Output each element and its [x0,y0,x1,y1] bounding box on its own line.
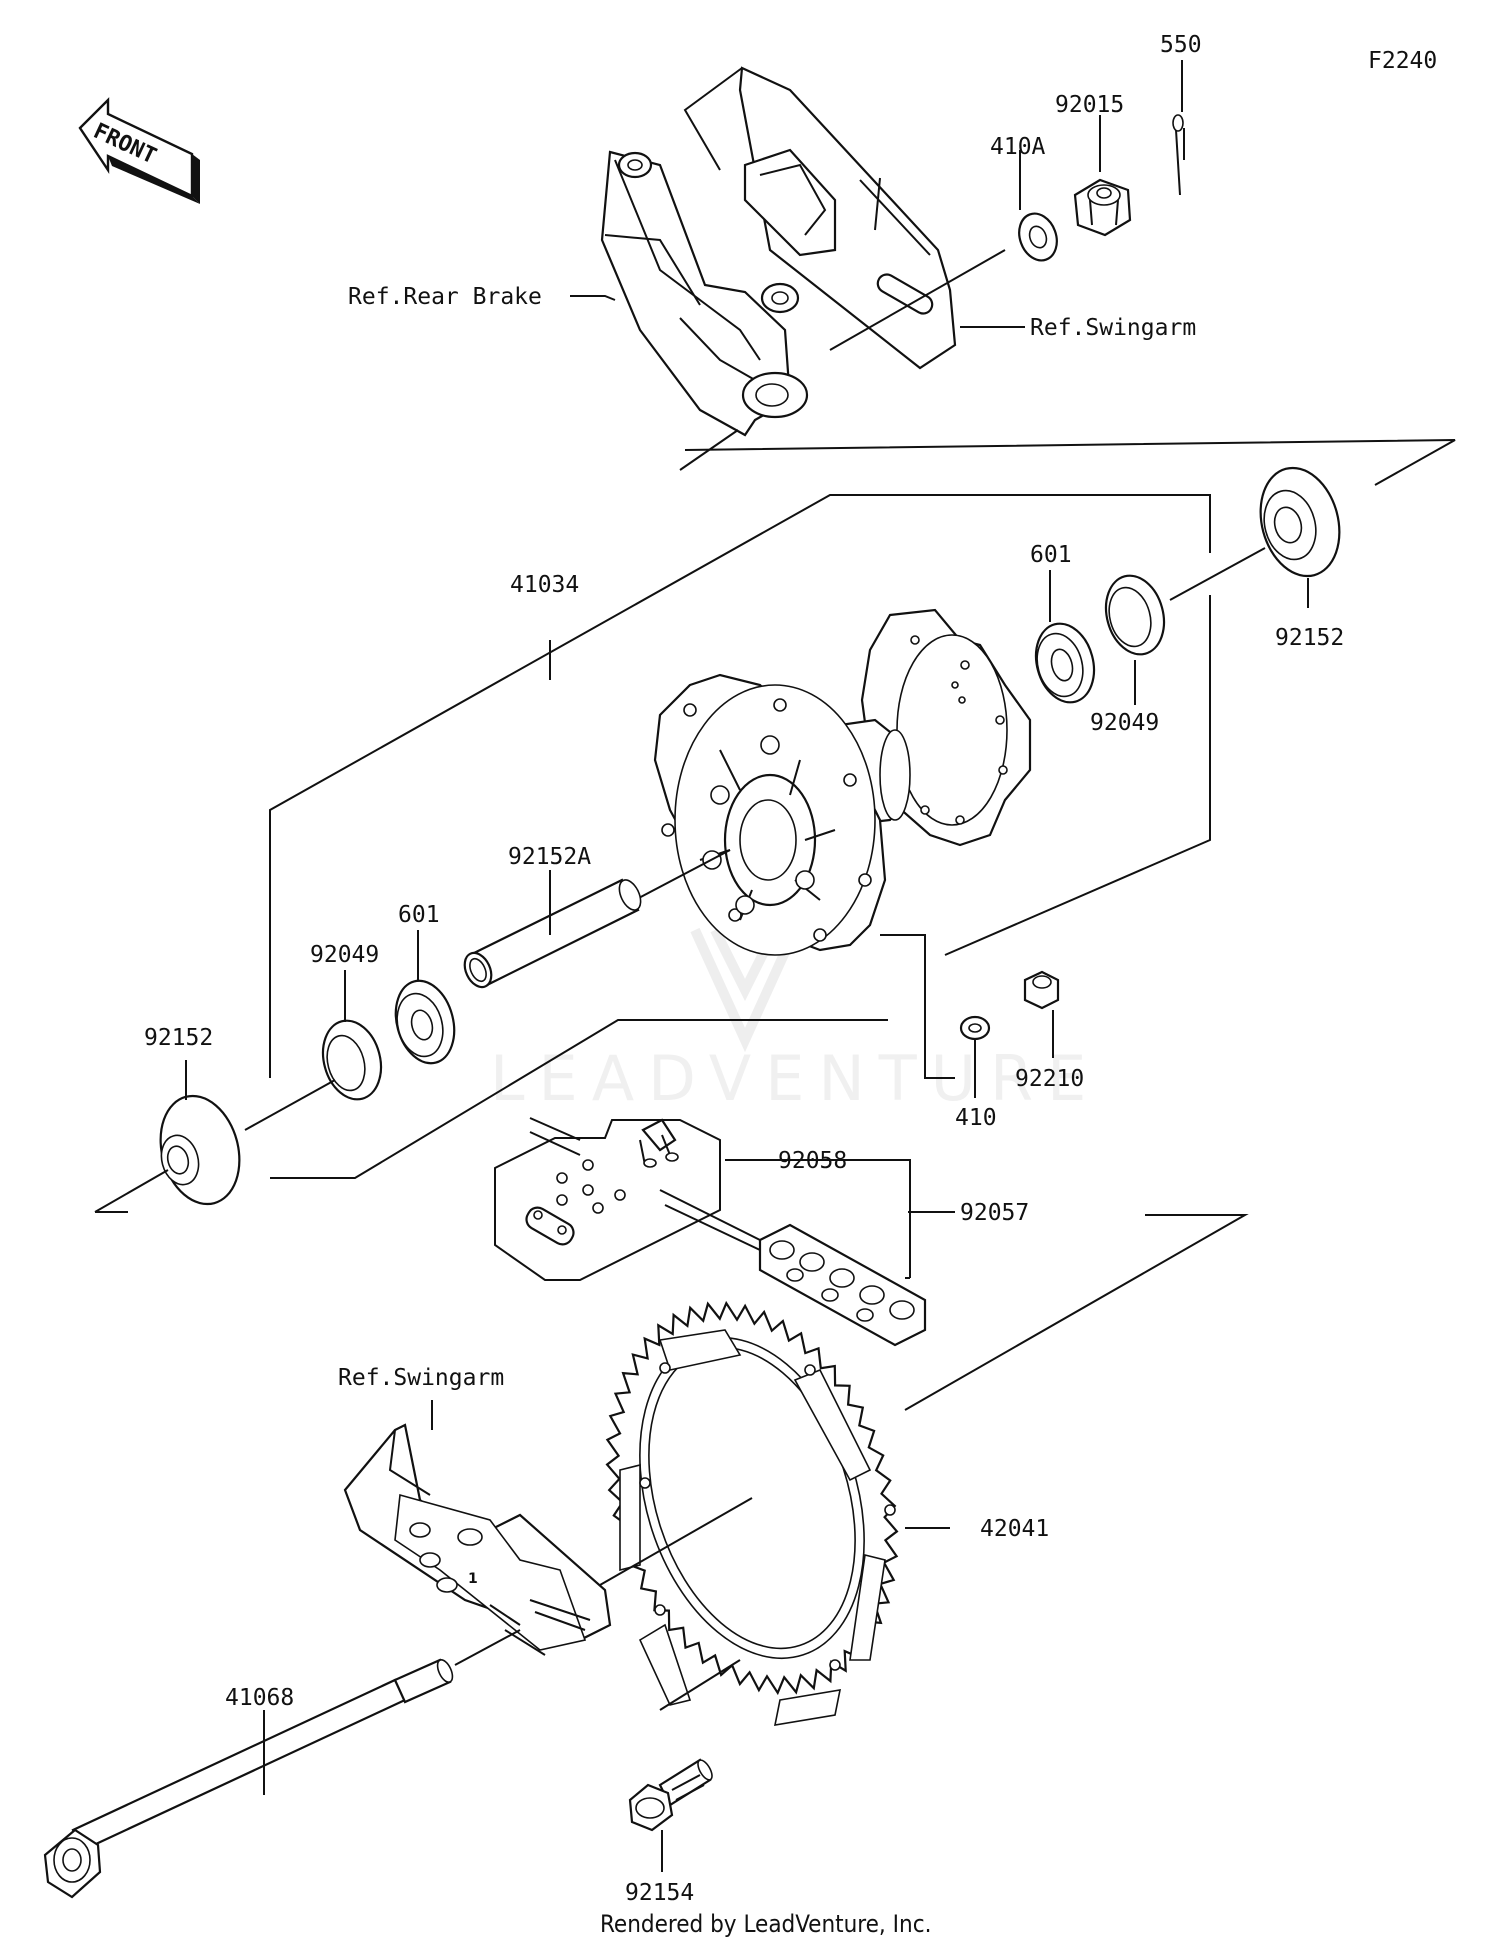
axis-line-axle [454,1629,521,1666]
label-41068: 41068 [225,1685,294,1711]
watermark: LEADVENTURE [490,1042,1100,1115]
part-92152-collar-left [159,1094,241,1206]
svg-text:1: 1 [468,1571,478,1587]
inset-box-joint [494,1119,721,1281]
label-550: 550 [1160,32,1202,58]
part-92015-castle-nut [1073,178,1132,237]
leader-92058-92057 [725,1159,955,1279]
label-42041: 42041 [980,1516,1049,1542]
label-601-right: 601 [1030,542,1072,568]
label-41034: 41034 [510,572,579,598]
leader-ref-rear-brake [570,295,616,301]
part-41068-axle [43,1658,454,1899]
label-92049-right: 92049 [1090,710,1159,736]
front-arrow-icon: FRONT [78,97,200,204]
axis-line-bolt [659,1659,741,1711]
label-601-left: 601 [398,902,440,928]
bracket-41034 [269,494,1211,1078]
axis-line-left [244,1079,336,1131]
frame-line-top [684,439,1456,486]
part-550-cotter-pin [1172,114,1185,196]
chain-line-b [659,1189,761,1251]
label-ref-rear-brake: Ref.Rear Brake [348,284,542,310]
part-92210-nut [1023,970,1060,1010]
axis-line-sprocket [599,1497,753,1586]
axle-line-top [829,249,1006,351]
chain-line-a [529,1117,581,1156]
label-92049-left: 92049 [310,942,379,968]
label-410: 410 [955,1105,997,1131]
label-92152-right: 92152 [1275,625,1344,651]
swingarm-end-bottom: 1 [343,1423,612,1656]
part-410A-washer [1018,212,1058,262]
figure-code: F2240 [1368,48,1437,74]
label-92058: 92058 [778,1148,847,1174]
axis-line-left-end [94,1169,169,1213]
part-601-bearing-right [1034,622,1096,704]
part-410-washer [959,1015,991,1041]
part-rear-hub [653,608,1032,956]
bracket-41034-lower [270,934,955,1179]
label-410A: 410A [990,134,1046,160]
axis-line-right [1169,547,1266,601]
part-601-bearing-left [394,979,456,1065]
label-ref-swingarm-bottom: Ref.Swingarm [338,1365,504,1391]
part-92049-seal-right [1104,574,1166,656]
label-92152-left: 92152 [144,1025,213,1051]
part-92058-chain-joint [525,1118,679,1246]
part-92154-bolt [628,1758,713,1832]
label-92057: 92057 [960,1200,1029,1226]
label-92015: 92015 [1055,92,1124,118]
part-92152-collar-right [1259,466,1341,578]
part-42041-sprocket [605,1300,899,1726]
label-92154: 92154 [625,1880,694,1906]
swingarm-end-assembly [600,66,957,437]
part-92049-seal-left [321,1019,383,1101]
part-92152A-spacer [463,878,642,989]
footer-credit: Rendered by LeadVenture, Inc. [600,1910,931,1938]
label-ref-swingarm-top: Ref.Swingarm [1030,315,1196,341]
label-92210: 92210 [1015,1066,1084,1092]
axis-line-hub [634,849,731,901]
frame-line-sprocket [904,1214,1249,1411]
label-92152A: 92152A [508,844,591,870]
part-92057-chain [758,1223,927,1347]
